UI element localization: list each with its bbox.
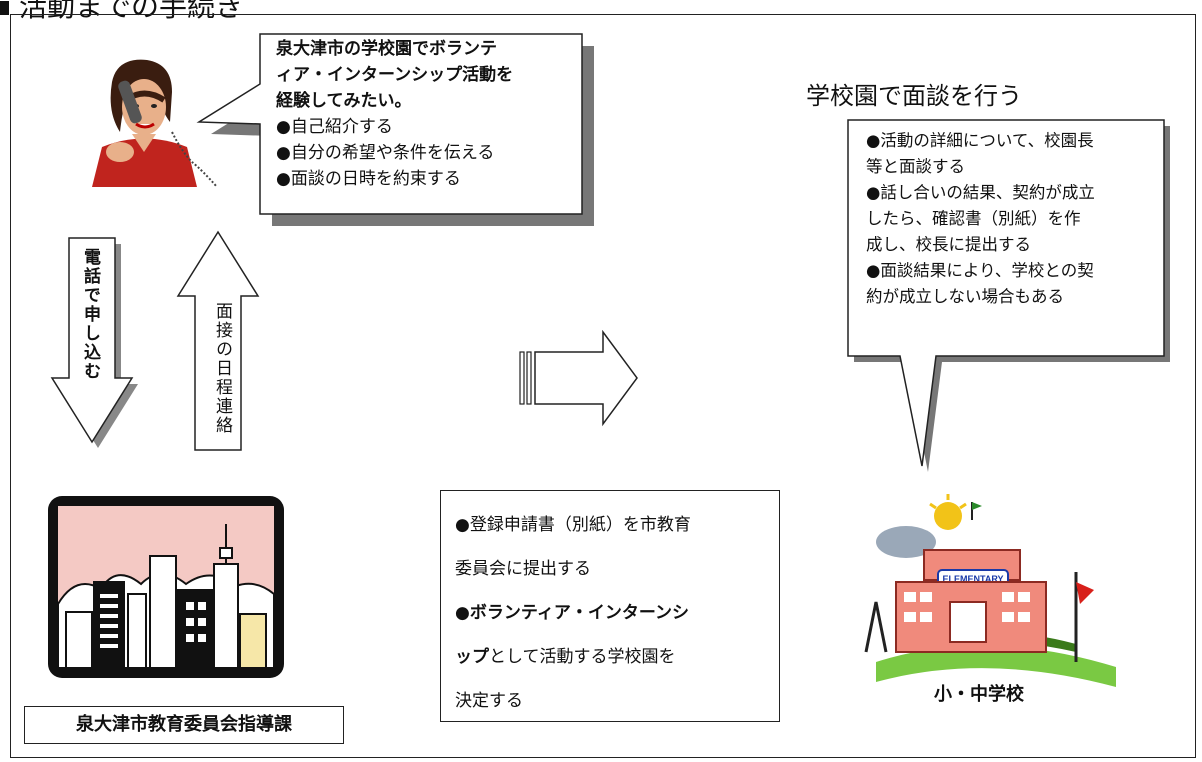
arrow-down-icon bbox=[50, 237, 138, 448]
school-label: 小・中学校 bbox=[934, 684, 1024, 705]
registration-line-1: ●登録申請書（別紙）を市教育 bbox=[455, 515, 691, 535]
school-bubble-line-1: ●活動の詳細について、校園長 bbox=[866, 131, 1094, 150]
city-buildings-image bbox=[48, 496, 284, 678]
registration-line-4: ップとして活動する学校園を bbox=[455, 635, 779, 679]
school-bubble-line-7: 約が成立しない場合もある bbox=[866, 287, 1064, 306]
school-bubble-line-2: 等と面談する bbox=[866, 157, 965, 176]
school-bubble-shape bbox=[847, 119, 1170, 472]
interview-heading: 学校園で面談を行う bbox=[806, 82, 1022, 110]
phone-bubble-item-2: ●自分の希望や条件を伝える bbox=[276, 143, 495, 163]
phone-bubble-line-1: 泉大津市の学校園でボランテ bbox=[276, 39, 497, 59]
arrow-up-label: 面接の日程連絡 bbox=[212, 302, 232, 435]
registration-line-4-bold: ップ bbox=[455, 647, 489, 667]
phone-bubble-line-3: 経験してみたい。 bbox=[276, 91, 412, 111]
diagram-frame bbox=[10, 14, 1196, 758]
school-bubble-line-4: したら、確認書（別紙）を作 bbox=[866, 209, 1081, 228]
registration-line-2: 委員会に提出する bbox=[455, 559, 591, 579]
phone-bubble-line-2: ィア・インターンシップ活動を bbox=[276, 65, 514, 85]
school-bubble-line-5: 成し、校長に提出する bbox=[866, 235, 1031, 254]
phone-bubble-item-1: ●自己紹介する bbox=[276, 117, 393, 137]
phone-bubble: 泉大津市の学校園でボランテ ィア・インターンシップ活動を 経験してみたい。 ●自… bbox=[276, 36, 586, 192]
registration-line-3: ●ボランティア・インターンシ bbox=[455, 603, 689, 623]
woman-on-phone-image bbox=[92, 59, 218, 188]
registration-line-5: 決定する bbox=[455, 691, 523, 711]
arrow-up-icon bbox=[176, 230, 260, 451]
arrow-down-label: 電話で申し込む bbox=[80, 248, 100, 381]
phone-bubble-shape bbox=[196, 33, 594, 226]
school-sign-text: ELEMENTARY bbox=[942, 574, 1003, 584]
phone-bubble-item-3: ●面談の日時を約束する bbox=[276, 169, 461, 189]
registration-box: ●登録申請書（別紙）を市教育 委員会に提出する ●ボランティア・インターンシ ッ… bbox=[440, 490, 780, 722]
school-bubble-line-6: ●面談結果により、学校との契 bbox=[866, 261, 1094, 280]
page-title: 活動までの手続き bbox=[0, 0, 243, 22]
school-bubble: ●活動の詳細について、校園長 等と面談する ●話し合いの結果、契約が成立 したら… bbox=[866, 128, 1166, 310]
registration-line-4-rest: として活動する学校園を bbox=[489, 647, 676, 667]
arrow-right-icon bbox=[519, 330, 638, 427]
school-bubble-line-3: ●話し合いの結果、契約が成立 bbox=[866, 183, 1095, 202]
office-label: 泉大津市教育委員会指導課 bbox=[76, 714, 292, 735]
office-label-box: 泉大津市教育委員会指導課 bbox=[24, 706, 344, 744]
school-building-image: ELEMENTARY bbox=[864, 494, 1116, 687]
